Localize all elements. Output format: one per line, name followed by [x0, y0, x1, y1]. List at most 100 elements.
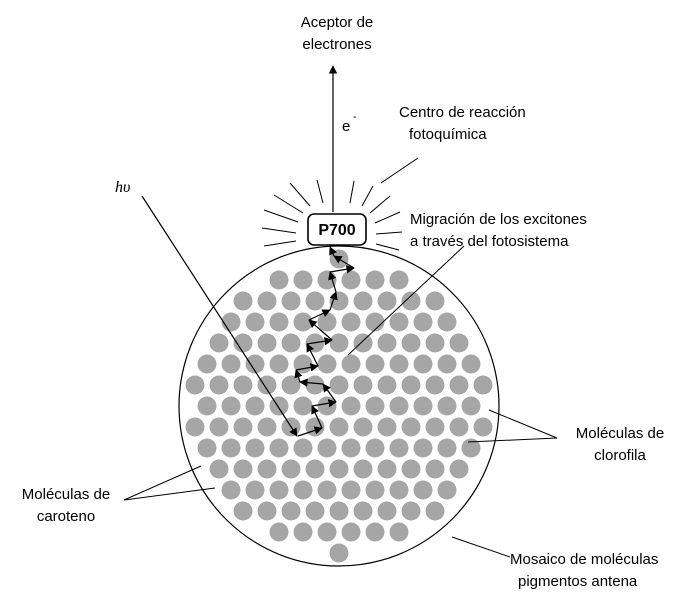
exciton-step-arrow [333, 255, 355, 269]
pigment-molecule [329, 333, 349, 353]
pigment-molecule [221, 438, 241, 458]
pigment-molecule [293, 438, 313, 458]
pigment-molecule [233, 459, 253, 479]
pigment-molecule [353, 501, 373, 521]
exciton-step-arrow [299, 378, 324, 387]
pigment-molecule [221, 396, 241, 416]
pigment-molecule [413, 312, 433, 332]
pigment-molecule [437, 312, 457, 332]
migration-label-line2: a través del fotosistema [410, 233, 569, 250]
pigment-molecule [425, 375, 445, 395]
pigment-molecule [305, 459, 325, 479]
pigment-molecule [341, 438, 361, 458]
pigment-molecule [185, 417, 205, 437]
pigment-molecule [425, 333, 445, 353]
pigment-molecule [209, 459, 229, 479]
pigment-molecule [365, 438, 385, 458]
pigment-molecule [257, 459, 277, 479]
pigment-molecule [305, 375, 325, 395]
exciton-step-arrow [306, 337, 333, 346]
pigment-molecule [365, 396, 385, 416]
pigment-molecule [353, 333, 373, 353]
exciton-step-arrow [297, 426, 323, 437]
migration-leader [347, 245, 465, 356]
chlorophyll-label-line1: Moléculas de [576, 425, 664, 442]
pigment-molecule [329, 375, 349, 395]
exciton-step-arrow [329, 265, 355, 274]
pigment-molecule [221, 354, 241, 374]
pigment-molecule [461, 396, 481, 416]
pigment-molecule [401, 375, 421, 395]
electron-charge: - [353, 111, 357, 123]
migration-label-line1: Migración de los excitones [410, 211, 587, 228]
exciton-step-arrow [308, 309, 331, 321]
pigment-molecule [317, 270, 337, 290]
pigment-molecule [269, 354, 289, 374]
pigment-molecule [209, 375, 229, 395]
pigment-molecule [233, 333, 253, 353]
center-label-line2: fotoquímica [409, 126, 487, 143]
pigment-molecule [317, 522, 337, 542]
pigment-molecule [425, 501, 445, 521]
pigment-molecule [269, 312, 289, 332]
pigment-molecule [197, 354, 217, 374]
pigment-molecule [389, 270, 409, 290]
pigment-molecule [389, 522, 409, 542]
pigment-molecule [317, 312, 337, 332]
pigment-molecule [365, 270, 385, 290]
pigment-molecule [245, 480, 265, 500]
pigment-molecule [425, 417, 445, 437]
electron-label: e [342, 118, 350, 135]
pigment-molecule [221, 312, 241, 332]
pigment-molecule [329, 417, 349, 437]
pigment-molecule [365, 522, 385, 542]
mosaic-label-line1: Mosaico de moléculas [510, 551, 658, 568]
p700-label: P700 [318, 222, 355, 239]
pigment-molecule [329, 291, 349, 311]
pigment-molecule [209, 417, 229, 437]
exciton-migration-path [294, 246, 355, 437]
exciton-step-arrow [295, 363, 319, 372]
pigment-molecule [341, 396, 361, 416]
pigment-molecule [305, 291, 325, 311]
exciton-step-arrow [329, 246, 337, 257]
pigment-molecule [293, 522, 313, 542]
pigment-molecule [461, 438, 481, 458]
pigment-molecule [185, 375, 205, 395]
pigment-molecule [257, 375, 277, 395]
pigment-molecule [401, 501, 421, 521]
pigment-molecule [293, 396, 313, 416]
exciton-step-arrow [311, 405, 323, 429]
pigment-molecule [389, 480, 409, 500]
pigment-molecule [305, 501, 325, 521]
pigment-molecule [269, 396, 289, 416]
pigment-molecule [377, 417, 397, 437]
pigment-molecule [269, 270, 289, 290]
pigment-molecule [353, 417, 373, 437]
pigment-molecule [449, 459, 469, 479]
pigment-molecule [353, 375, 373, 395]
reaction-center-rays [261, 179, 403, 251]
pigment-molecule [281, 375, 301, 395]
pigment-molecule [353, 291, 373, 311]
pigment-molecule [413, 396, 433, 416]
pigment-molecule [197, 396, 217, 416]
mosaic-label-line2: pigmentos antena [518, 573, 638, 590]
photon-label: hυ [115, 179, 130, 196]
pigment-molecule [233, 417, 253, 437]
pigment-molecule [425, 459, 445, 479]
pigment-molecule [329, 501, 349, 521]
pigment-molecule [293, 270, 313, 290]
pigment-molecule [197, 438, 217, 458]
pigment-molecule [269, 480, 289, 500]
leader-lines [123, 157, 558, 558]
pigment-molecule [293, 312, 313, 332]
pigment-molecule [365, 480, 385, 500]
pigment-molecule [437, 396, 457, 416]
acceptor-label-line2: electrones [302, 36, 371, 53]
exciton-step-arrow [328, 271, 337, 293]
exciton-step-arrow [322, 383, 337, 403]
carotene-label-line2: caroteno [37, 508, 95, 525]
pigment-molecule [281, 459, 301, 479]
